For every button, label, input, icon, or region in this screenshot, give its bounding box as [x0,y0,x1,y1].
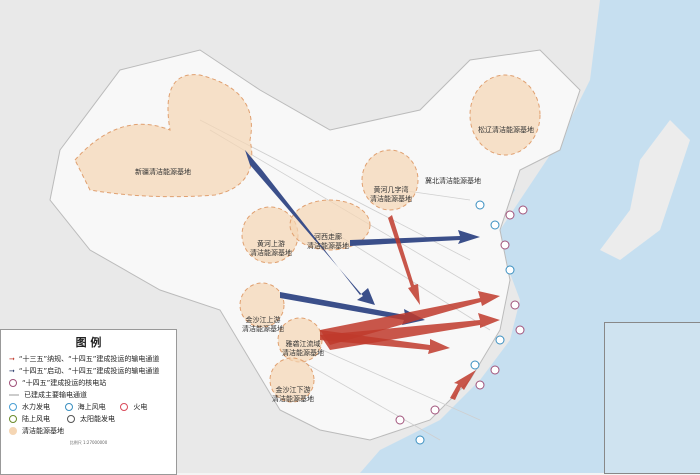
legend-label: “十三五”纳规、“十四五”建成投运的输电通道 [18,355,160,363]
base-area-jinsha-lower [269,357,315,403]
legend-nuclear: “十四五”建成投运的核电站 [1,377,176,389]
base-area-jinsha-upper [239,282,285,328]
clean-energy-bases [74,74,541,403]
nuclear-stations [395,205,528,425]
hydro-icon [9,403,17,411]
offshore-wind-icon [470,360,480,370]
offshore-wind-icon [415,435,425,445]
base-label-xinjiang: 新疆清洁能源基地 [135,168,191,176]
legend-icons-row1: 水力发电 海上风电 火电 [1,401,176,413]
legend-label: 已建成主要输电通道 [24,391,87,399]
red-arrow-4 [388,215,420,305]
blue-arrow-north [350,230,480,246]
blue-arrow-northwest [245,150,375,305]
base-area-songliao [469,74,541,156]
offshore-wind-icon [490,220,500,230]
base-label-yalong: 雅砻江流域 清洁能源基地 [282,340,324,357]
legend-label: 清洁能源基地 [22,427,64,435]
base-label-jinsha-upper: 金沙江上游 清洁能源基地 [242,316,284,333]
legend-title: 图 例 [75,336,102,349]
legend-blue-arrow: ➞“十四五”启动、“十四五”建成投运的输电通道 [1,365,176,377]
south-china-sea-inset [604,322,700,474]
japan [600,120,690,260]
legend-lines: 已建成主要输电通道 [1,389,176,401]
nuclear-icon [9,379,17,387]
legend-icons-row2: 陆上风电 太阳能发电 [1,413,176,425]
scale-bar: 比例尺 1:27000000 [69,440,108,445]
legend-label: 海上风电 [77,403,106,411]
base-area-xinjiang [74,74,253,198]
solar-icon [67,415,75,423]
base-label-jibei: 冀北清洁能源基地 [425,177,481,185]
nuclear-icon [510,300,520,310]
thermal-icon [120,403,129,411]
red-arrows [320,215,500,400]
legend-label: “十四五”建成投运的核电站 [22,379,107,387]
nuclear-icon [518,205,528,215]
legend-label: 陆上风电 [22,415,50,423]
base-label-jiziwan: 黄河几字湾 清洁能源基地 [370,186,412,203]
nuclear-icon [395,415,405,425]
offshore-wind-icon [475,200,485,210]
offshore-wind-icon [64,403,73,411]
legend-label: 太阳能发电 [80,415,115,423]
red-arrow-5 [450,370,476,400]
nuclear-icon [430,405,440,415]
base-label-songliao: 松辽清洁能源基地 [478,126,534,134]
line-icon [9,394,19,396]
base-label-huanghe-upper: 黄河上游 清洁能源基地 [250,240,292,257]
nuclear-icon [475,380,485,390]
base-swatch-icon [9,427,17,435]
nuclear-icon [490,365,500,375]
onshore-wind-icon [9,415,17,423]
legend-label: 水力发电 [22,403,50,411]
nuclear-icon [500,240,510,250]
legend: 图 例 ➞“十三五”纳规、“十四五”建成投运的输电通道 ➞“十四五”启动、“十四… [0,329,177,475]
base-area-hexi [289,199,371,251]
legend-red-arrow: ➞“十三五”纳规、“十四五”建成投运的输电通道 [1,353,176,365]
base-label-jinsha-lower: 金沙江下游 清洁能源基地 [272,386,314,403]
legend-base: 清洁能源基地 [1,425,176,437]
legend-label: “十四五”启动、“十四五”建成投运的输电通道 [18,367,160,375]
nuclear-icon [515,325,525,335]
transmission-lines [199,119,491,441]
red-arrow-3 [320,330,450,354]
blue-arrow-icon: ➞ [9,367,15,375]
legend-label: 火电 [133,403,148,411]
red-arrow-icon: ➞ [9,355,15,363]
offshore-wind-icon [505,265,515,275]
offshore-wind-sites [415,200,515,445]
base-label-hexi: 河西走廊 清洁能源基地 [307,233,349,250]
base-area-jiziwan [361,149,419,211]
nuclear-icon [505,210,515,220]
offshore-wind-icon [495,335,505,345]
